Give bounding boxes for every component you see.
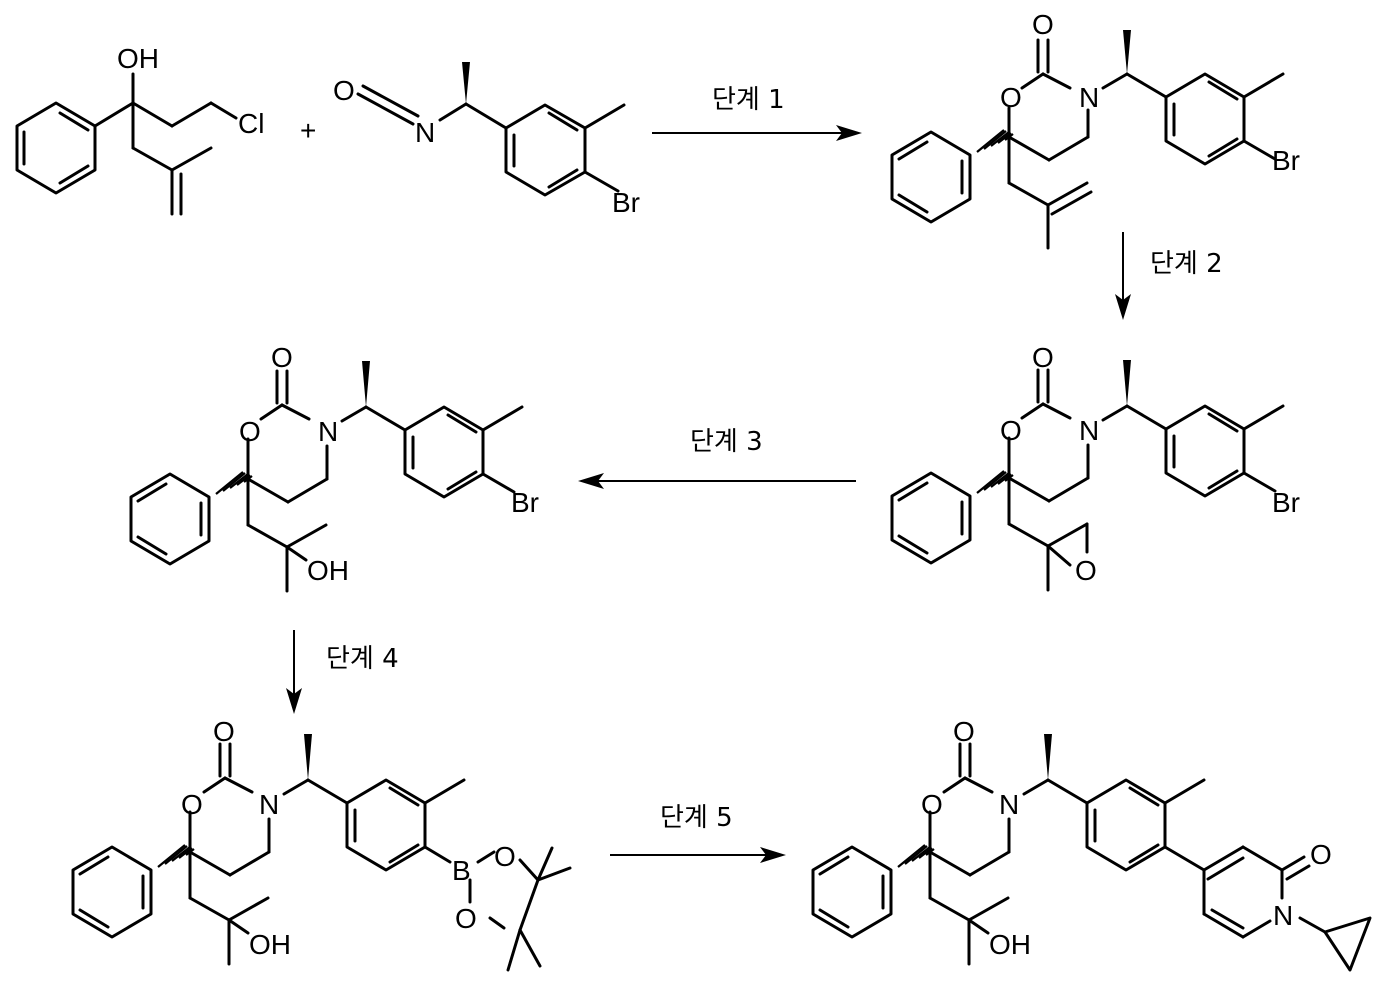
product-2-epoxide-oxygen-label: O — [1075, 555, 1097, 586]
reactant-b-oxygen-label: O — [333, 75, 355, 106]
step-5-label: 단계 5 — [660, 803, 733, 833]
reactant-b-bromo-label: Br — [612, 187, 640, 218]
product-4-carbonyl-oxygen-label: O — [213, 716, 235, 747]
step-2-label: 단계 2 — [1150, 249, 1223, 279]
product-3-nitrogen-label: N — [318, 416, 338, 447]
arrow-step-3 — [578, 473, 856, 489]
arrow-step-2 — [1115, 232, 1131, 320]
product-4-nitrogen-label: N — [259, 789, 279, 820]
product-5-nitrogen-label: N — [999, 789, 1019, 820]
arrow-step-1 — [652, 125, 862, 141]
product-4-hydroxyl-label: OH — [249, 929, 291, 960]
product-3-carbonyl-oxygen-label: O — [271, 342, 293, 373]
product-1-bromo-label: Br — [1272, 145, 1300, 176]
product-1-carbonyl-oxygen-label: O — [1032, 9, 1054, 40]
product-5-pyridone-oxygen-label: O — [1310, 839, 1332, 870]
product-5-structure — [813, 734, 1370, 970]
reactant-b-nitrogen-label: N — [415, 117, 435, 148]
product-4-ring-oxygen-label: O — [181, 789, 203, 820]
product-1-nitrogen-label: N — [1079, 82, 1099, 113]
product-3-hydroxyl-label: OH — [307, 555, 349, 586]
product-3-ring-oxygen-label: O — [239, 416, 261, 447]
step-1-label: 단계 1 — [712, 85, 785, 115]
product-1-ring-oxygen-label: O — [1000, 82, 1022, 113]
reactant-a-hydroxyl-label: OH — [117, 43, 159, 74]
step-4-label: 단계 4 — [326, 644, 399, 674]
arrow-step-4 — [286, 630, 302, 714]
product-4-boron-label: B — [452, 855, 471, 886]
product-5-pyridone-nitrogen-label: N — [1273, 900, 1293, 931]
product-2-carbonyl-oxygen-label: O — [1032, 342, 1054, 373]
product-3-bromo-label: Br — [511, 487, 539, 518]
product-5-ring-oxygen-label: O — [921, 789, 943, 820]
plus-sign: + — [300, 115, 316, 146]
product-1-structure — [892, 30, 1283, 248]
product-5-carbonyl-oxygen-label: O — [953, 716, 975, 747]
reactant-a-structure — [17, 74, 236, 214]
product-2-ring-oxygen-label: O — [1000, 415, 1022, 446]
product-2-bromo-label: Br — [1272, 487, 1300, 518]
product-4-boronate-oxygen-bottom-label: O — [455, 903, 477, 934]
reactant-a-chloro-label: Cl — [238, 108, 264, 139]
reactant-b-structure — [358, 62, 624, 195]
product-4-boronate-oxygen-top-label: O — [494, 841, 516, 872]
product-2-nitrogen-label: N — [1079, 415, 1099, 446]
step-3-label: 단계 3 — [690, 427, 763, 457]
arrow-step-5 — [610, 847, 786, 863]
product-5-hydroxyl-label: OH — [989, 929, 1031, 960]
